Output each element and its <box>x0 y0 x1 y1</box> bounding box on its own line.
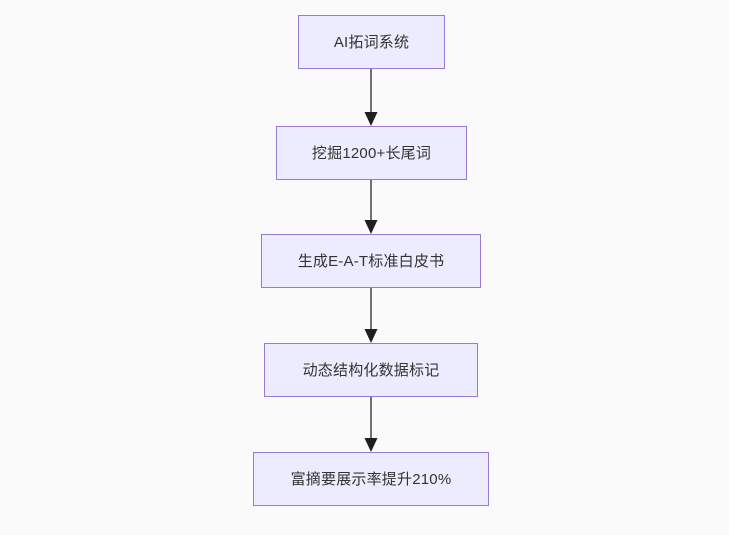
flow-node-rich-snippet-uplift[interactable]: 富摘要展示率提升210% <box>253 452 489 506</box>
arrowhead-icon <box>364 112 378 126</box>
flow-node-label: 挖掘1200+长尾词 <box>311 144 432 162</box>
flow-edge-1 <box>361 69 381 126</box>
flow-node-label: 生成E-A-T标准白皮书 <box>297 252 445 270</box>
flow-node-label: AI拓词系统 <box>333 33 410 51</box>
flow-node-label: 富摘要展示率提升210% <box>290 470 452 488</box>
flow-node-label: 动态结构化数据标记 <box>302 361 440 379</box>
flow-edge-4 <box>361 397 381 452</box>
flow-edge-3 <box>361 288 381 343</box>
flow-node-generate-eat-whitepaper[interactable]: 生成E-A-T标准白皮书 <box>261 234 481 288</box>
flow-node-mine-longtail-keywords[interactable]: 挖掘1200+长尾词 <box>276 126 467 180</box>
flow-edge-2 <box>361 180 381 234</box>
arrowhead-icon <box>364 329 378 343</box>
arrowhead-icon <box>364 438 378 452</box>
arrowhead-icon <box>364 220 378 234</box>
flow-node-dynamic-structured-data[interactable]: 动态结构化数据标记 <box>264 343 478 397</box>
flow-node-ai-keyword-system[interactable]: AI拓词系统 <box>298 15 445 69</box>
